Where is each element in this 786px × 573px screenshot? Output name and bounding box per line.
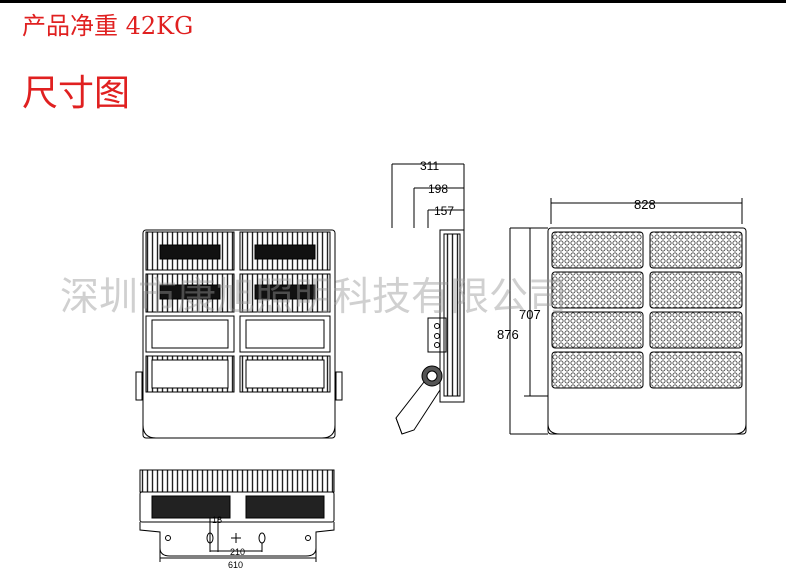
dim-side-inner: 157: [434, 204, 454, 218]
dim-bracket-span: 610: [228, 560, 243, 570]
bottom-view: [139, 469, 335, 562]
front-module-row2-right: [239, 273, 331, 313]
front-module-row3-right: [239, 315, 331, 353]
front-module-row4-right: [239, 355, 331, 393]
net-weight-heading: 产品净重 42KG: [22, 12, 194, 40]
dim-bracket-gap: 18: [212, 515, 222, 525]
dim-width: 828: [634, 197, 656, 212]
dim-height-total: 876: [497, 327, 519, 342]
front-view: [135, 229, 343, 439]
front-module-row2-left: [145, 273, 235, 313]
side-view: [391, 163, 465, 435]
dim-side-total: 311: [420, 159, 439, 173]
front-module-row4-left: [145, 355, 235, 393]
dim-side-mid: 198: [428, 182, 448, 196]
watermark-text: 深圳市康旭照明科技有限公司: [60, 275, 567, 320]
section-title: 尺寸图: [22, 73, 131, 114]
dim-height-inner: 707: [519, 307, 541, 322]
led-face-view: [509, 198, 747, 435]
front-module-top-left: [145, 231, 235, 271]
front-module-row3-left: [145, 315, 235, 353]
dim-bracket-hole: 210: [230, 547, 245, 557]
top-border: [0, 0, 786, 3]
front-module-top-right: [239, 231, 331, 271]
